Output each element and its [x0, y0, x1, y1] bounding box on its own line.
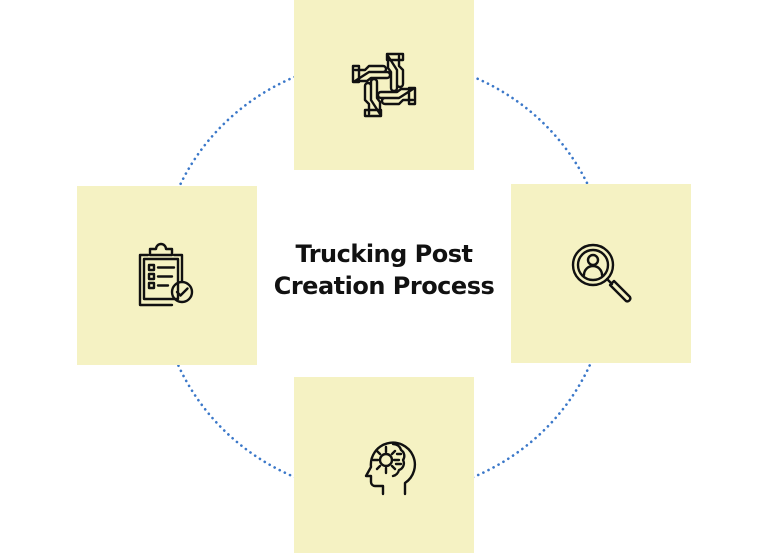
search-user-icon	[571, 243, 632, 302]
title-line-1: Trucking Post	[295, 240, 473, 268]
step-box-left	[77, 186, 257, 365]
step-box-top	[294, 0, 474, 170]
step-box-bottom	[294, 377, 474, 553]
clipboard-checklist-icon	[138, 242, 194, 306]
step-box-right	[511, 184, 691, 363]
title-line-2: Creation Process	[273, 272, 495, 300]
diagram-title: Trucking Post Creation Process	[234, 238, 534, 302]
teamwork-hands-icon	[351, 52, 417, 118]
head-brain-gear-icon	[364, 441, 417, 496]
